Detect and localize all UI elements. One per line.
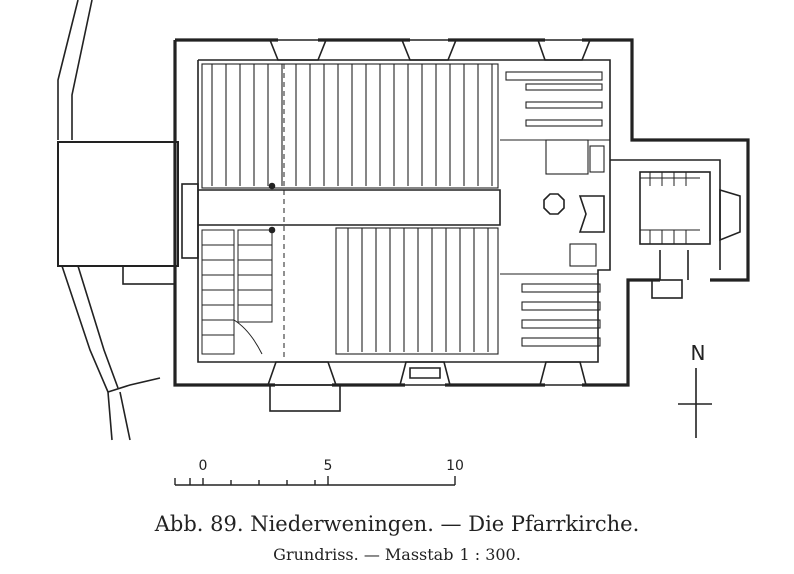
figure-caption: Abb. 89. Niederweningen. — Die Pfarrkirc… bbox=[154, 512, 640, 536]
west-entrance bbox=[181, 183, 501, 259]
church-outer-wall bbox=[173, 38, 750, 387]
subcaption-text: Grundriss. — Masstab bbox=[273, 545, 454, 564]
neighbor-building bbox=[57, 0, 179, 441]
scale-bar bbox=[174, 476, 456, 486]
pews-south bbox=[335, 227, 499, 355]
altar bbox=[578, 195, 605, 233]
north-arrow-icon bbox=[678, 368, 712, 438]
scale-label-0: 0 bbox=[199, 458, 208, 474]
south-porch bbox=[269, 384, 341, 412]
choir-benches bbox=[505, 71, 605, 175]
church-inner-wall bbox=[197, 59, 721, 363]
scale-ratio: 1 : 300. bbox=[459, 545, 521, 564]
choir-benches-south bbox=[521, 243, 601, 347]
scale-label-5: 5 bbox=[324, 458, 333, 474]
north-label: N bbox=[691, 341, 706, 365]
west-staircase bbox=[201, 229, 273, 355]
pews-north bbox=[201, 63, 499, 189]
scale-label-10: 10 bbox=[446, 458, 464, 474]
figure-subcaption: Grundriss. — Masstab 1 : 300. bbox=[0, 545, 794, 564]
windows-bottom bbox=[266, 361, 588, 386]
east-tower bbox=[639, 171, 741, 299]
baptismal-font bbox=[543, 193, 565, 215]
windows-top bbox=[268, 39, 592, 61]
